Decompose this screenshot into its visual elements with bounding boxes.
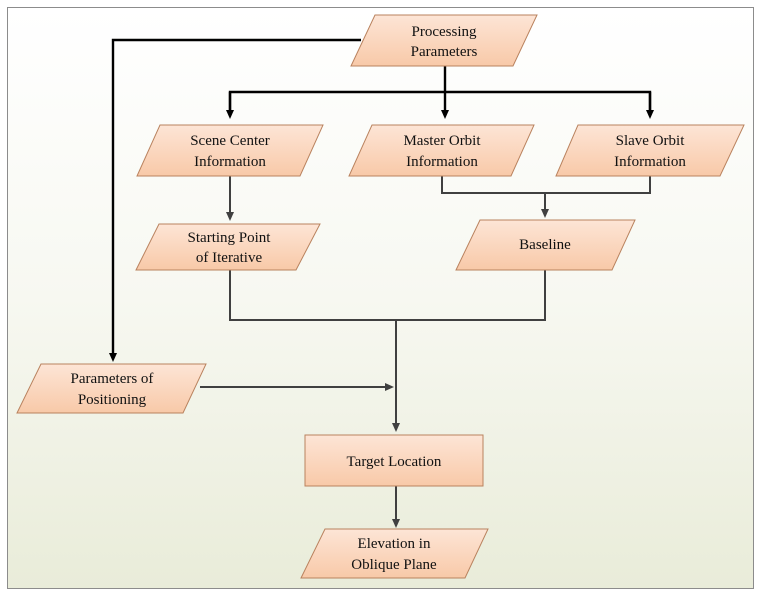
node-shape <box>304 434 484 487</box>
node-baseline: Baseline <box>455 219 636 271</box>
node-label: Baseline <box>519 237 571 253</box>
node-label-line1: Processing <box>412 24 477 40</box>
node-label-line1: Parameters of <box>71 371 154 387</box>
node-scene-center-information: Scene Center Information <box>136 124 324 177</box>
node-label-line1: Scene Center <box>190 133 270 149</box>
node-processing-parameters: Processing Parameters <box>350 14 538 67</box>
node-shape <box>136 124 324 177</box>
edge-processing-to-scene-master-slave <box>228 66 652 115</box>
diagram-canvas <box>7 7 754 589</box>
node-label-line1: Slave Orbit <box>616 133 686 149</box>
edge-starting-baseline-join <box>229 270 546 321</box>
node-label-line2: Information <box>194 154 266 170</box>
node-label-line2: Information <box>406 154 478 170</box>
node-label-line2: Positioning <box>78 392 147 408</box>
edge-master-slave-to-baseline <box>441 175 651 214</box>
node-master-orbit-information: Master Orbit Information <box>348 124 535 177</box>
node-shape <box>350 14 538 67</box>
node-shape <box>16 363 207 414</box>
node-label-line2: Oblique Plane <box>351 557 437 573</box>
node-label-line2: of Iterative <box>196 250 263 266</box>
node-shape <box>555 124 745 177</box>
node-label-line2: Parameters <box>411 44 478 60</box>
node-shape <box>300 528 489 579</box>
node-label-line1: Master Orbit <box>403 133 481 149</box>
node-slave-orbit-information: Slave Orbit Information <box>555 124 745 177</box>
node-label-line1: Starting Point <box>188 230 272 246</box>
node-label: Target Location <box>347 454 442 470</box>
node-shape <box>135 223 321 271</box>
node-target-location: Target Location <box>304 434 484 487</box>
node-parameters-of-positioning: Parameters of Positioning <box>16 363 207 414</box>
node-elevation-in-oblique-plane: Elevation in Oblique Plane <box>300 528 489 579</box>
node-shape <box>348 124 535 177</box>
edges-bold <box>109 38 654 362</box>
node-label-line1: Elevation in <box>358 536 431 552</box>
node-label-line2: Information <box>614 154 686 170</box>
node-shape <box>455 219 636 271</box>
node-starting-point-of-iterative: Starting Point of Iterative <box>135 223 321 271</box>
edges-gray <box>200 175 651 528</box>
edge-processing-to-positioning <box>109 38 361 362</box>
